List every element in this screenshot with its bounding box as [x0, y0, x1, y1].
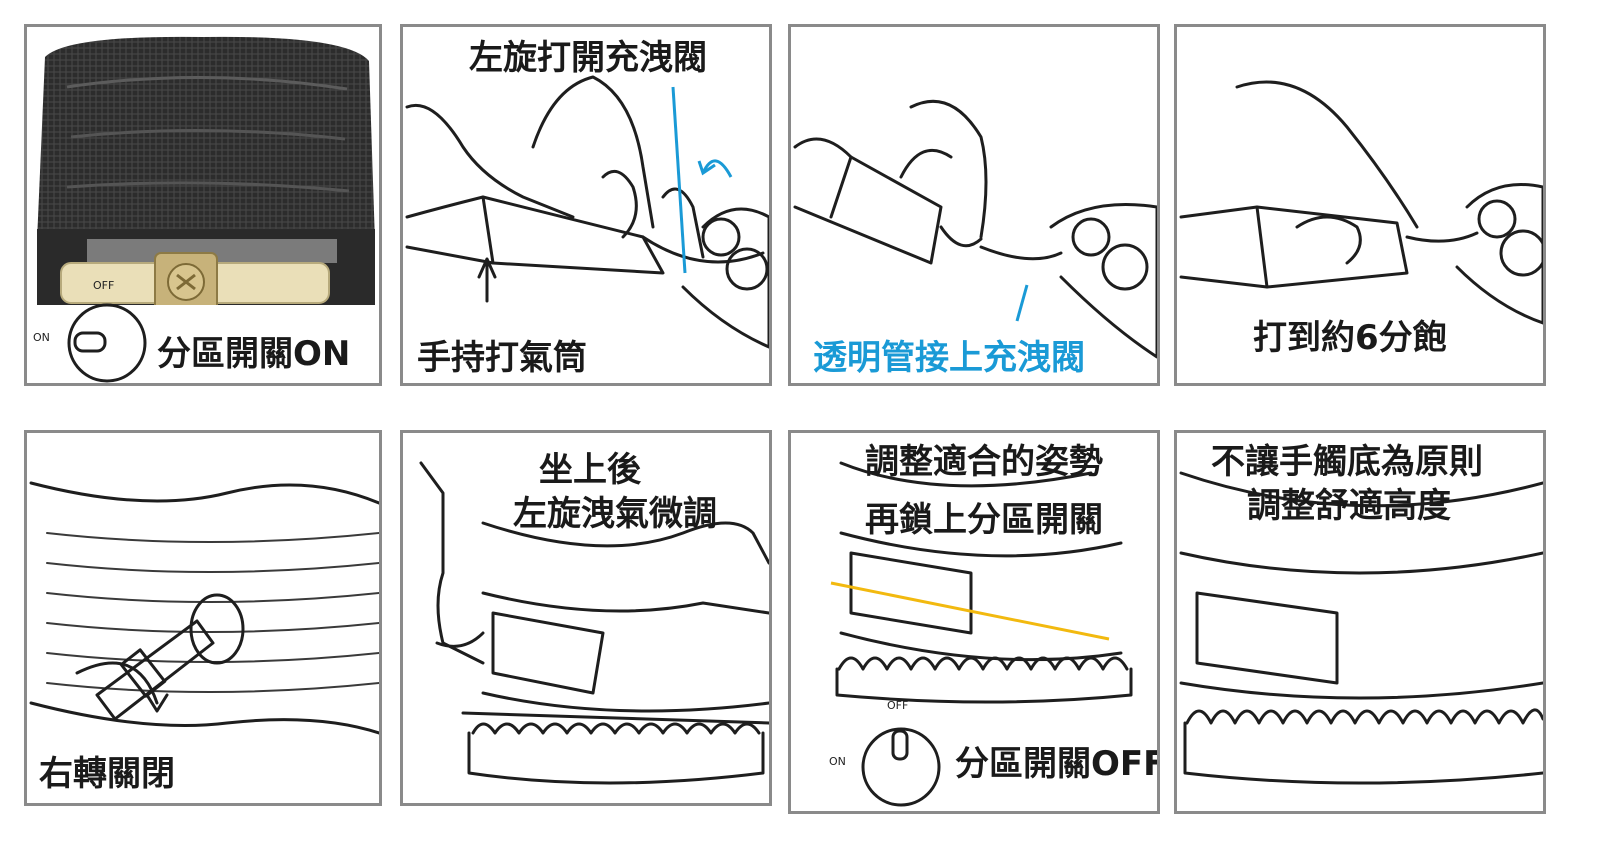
cushion-cells [835, 656, 1133, 704]
caption-open-valve: 左旋打開充洩閥 [469, 38, 707, 78]
zone-knob-on-icon: OFF ON [33, 279, 147, 383]
zone-knob-off-icon: OFF ON [829, 699, 941, 807]
panel-2-open-valve: 左旋打開充洩閥 手持打氣筒 [400, 24, 772, 386]
caption-sit-line2: 左旋洩氣微調 [513, 494, 717, 534]
cushion-cells [1183, 708, 1543, 785]
cushion-photo [27, 27, 379, 383]
comfort-height-illustration [1179, 471, 1543, 785]
panel-8-comfort-height: 不讓手觸底為原則 調整舒適高度 [1174, 430, 1546, 814]
panel-6-sit-adjust: 坐上後 左旋洩氣微調 [400, 430, 772, 806]
caption-hand-pump: 手持打氣筒 [417, 338, 587, 378]
caption-close-valve: 右轉關閉 [39, 754, 175, 794]
caption-posture-line1: 調整適合的姿勢 [865, 442, 1103, 482]
pump-valve-illustration [405, 75, 769, 349]
panel-1-zone-switch-on: OFF ON 分區開關ON [24, 24, 382, 386]
caption-zone-switch-on: 分區開關ON [157, 334, 351, 374]
caption-posture-line2: 再鎖上分區開關 [865, 500, 1103, 540]
pumping-illustration [1179, 80, 1543, 325]
svg-text:ON: ON [829, 755, 846, 768]
panel-5-close-valve: 右轉關閉 [24, 430, 382, 806]
valve-close-illustration [29, 481, 379, 735]
panel-3-connect-tube: 透明管接上充洩閥 [788, 24, 1160, 386]
sit-adjust-illustration [419, 461, 769, 785]
panel-4-inflate-60: 打到約6分飽 [1174, 24, 1546, 386]
caption-sit-line1: 坐上後 [539, 450, 641, 490]
caption-comfort-line1: 不讓手觸底為原則 [1211, 442, 1483, 482]
caption-connect-tube: 透明管接上充洩閥 [813, 338, 1085, 378]
caption-zone-switch-off: 分區開關OFF [955, 744, 1160, 784]
caption-inflate-60: 打到約6分飽 [1253, 318, 1447, 358]
tube-connect-illustration [793, 99, 1157, 359]
lock-posture-illustration [830, 461, 1133, 704]
caption-comfort-line2: 調整舒適高度 [1247, 486, 1451, 526]
svg-text:OFF: OFF [93, 279, 114, 292]
panel-7-lock-switch: OFF ON 調整適合的姿勢 再鎖上分區開關 分區開關OFF [788, 430, 1160, 814]
svg-text:OFF: OFF [887, 699, 908, 712]
svg-text:ON: ON [33, 331, 50, 344]
cushion-cells [467, 722, 765, 785]
